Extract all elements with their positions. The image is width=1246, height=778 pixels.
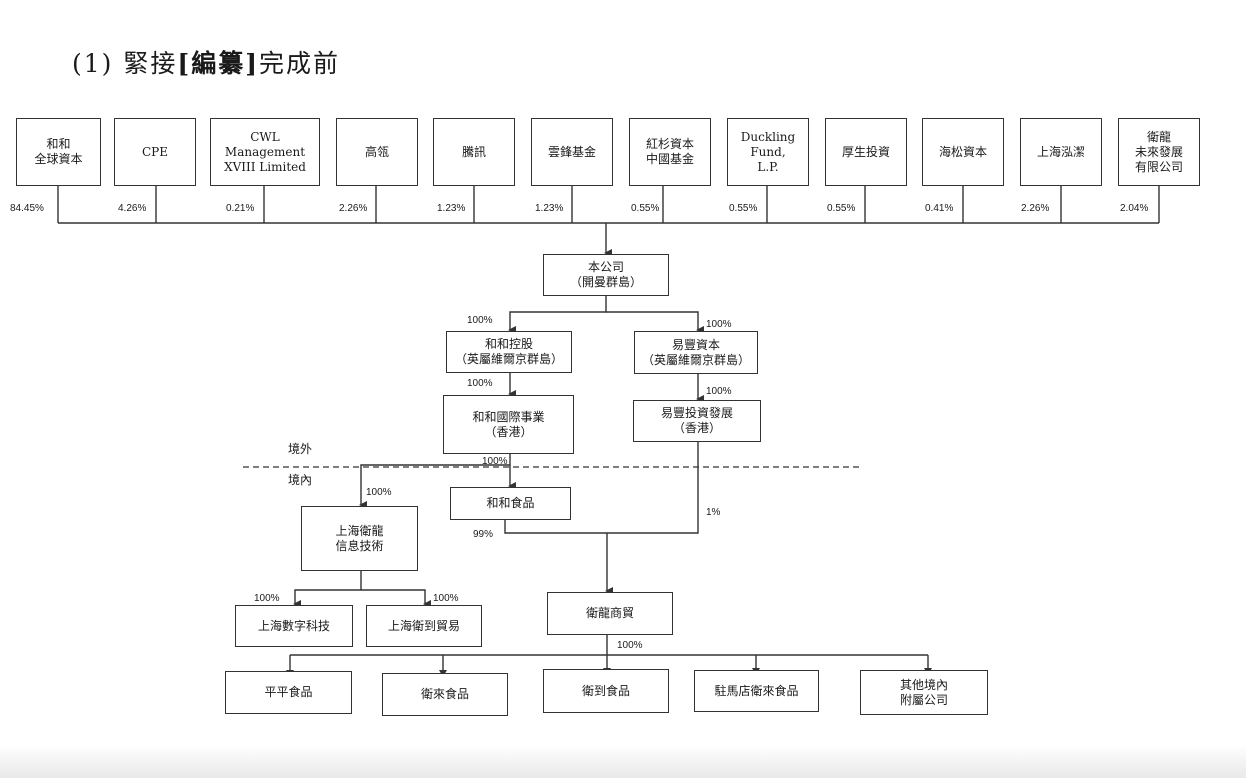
sh-weidao-trade-box: 上海衛到貿易 (366, 605, 482, 647)
entity-name: 上海數字科技 (257, 618, 330, 633)
pct-label: 100% (617, 640, 643, 651)
weidao-box: 衛到食品 (543, 669, 669, 713)
entity-name: 上海衛到貿易 (387, 618, 460, 633)
shareholder-name: CWL Management XVIII Limited (224, 129, 306, 174)
shareholding-pct: 2.04% (1120, 203, 1149, 214)
entity-name: 和和國際事業 （香港） (472, 409, 545, 439)
shareholder-box: 上海泓潔 (1020, 118, 1102, 186)
shareholding-pct: 0.55% (631, 203, 660, 214)
shareholder-box: 海松資本 (922, 118, 1004, 186)
yifeng-capital-box: 易豐資本 （英屬維爾京群島） (634, 331, 758, 374)
shareholder-name: 騰訊 (461, 144, 486, 159)
entity-name: 和和食品 (486, 496, 535, 510)
pct-label: 100% (467, 378, 493, 389)
shareholder-name: 雲鋒基金 (547, 144, 596, 159)
pct-label: 1% (706, 507, 721, 518)
shareholding-pct: 0.41% (925, 203, 954, 214)
page-bottom-shadow (0, 745, 1246, 778)
shareholder-name: CPE (141, 144, 168, 159)
shareholding-pct: 2.26% (339, 203, 368, 214)
pingping-box: 平平食品 (225, 671, 352, 714)
weilong-trade-box: 衛龍商貿 (547, 592, 673, 635)
hehe-food-box: 和和食品 (450, 487, 571, 520)
entity-name: 上海衛龍 信息技術 (335, 523, 384, 553)
hehe-holdings-box: 和和控股 （英屬維爾京群島） (446, 331, 572, 373)
sh-weilong-it-box: 上海衛龍 信息技術 (301, 506, 418, 571)
pct-label: 100% (254, 593, 280, 604)
shareholder-box: 高瓴 (336, 118, 418, 186)
shareholding-pct: 2.26% (1021, 203, 1050, 214)
shareholding-pct: 0.55% (729, 203, 758, 214)
entity-name: 衛到食品 (581, 683, 630, 698)
shareholder-box: 和和 全球資本 (16, 118, 101, 186)
shareholding-pct: 1.23% (437, 203, 466, 214)
title-suffix: 完成前 (259, 49, 341, 78)
shareholder-name: 上海泓潔 (1036, 144, 1085, 159)
title-prefix: (1) 緊接 (72, 49, 178, 78)
shareholding-pct: 1.23% (535, 203, 564, 214)
offshore-label: 境外 (288, 442, 313, 456)
shareholder-box: Duckling Fund, L.P. (727, 118, 809, 186)
shareholding-pct: 0.55% (827, 203, 856, 214)
entity-name: 易豐資本 （英屬維爾京群島） (641, 337, 750, 367)
pct-label: 100% (706, 319, 732, 330)
weilai-box: 衛來食品 (382, 673, 508, 716)
shareholder-box: 厚生投資 (825, 118, 907, 186)
pct-label: 100% (706, 386, 732, 397)
title-bracketed: [編纂] (177, 49, 260, 78)
entity-name: 和和控股 （英屬維爾京群島） (454, 337, 563, 366)
entity-name: 平平食品 (264, 685, 313, 699)
zhumadian-box: 駐馬店衛來食品 (694, 670, 819, 712)
pct-label: 100% (366, 487, 392, 498)
company-name: 本公司 （開曼群島） (569, 260, 642, 289)
entity-name: 駐馬店衛來食品 (714, 683, 799, 698)
entity-name: 衛來食品 (420, 687, 469, 701)
shareholder-box: 雲鋒基金 (531, 118, 613, 186)
entity-name: 衛龍商貿 (585, 606, 634, 620)
shareholding-pct: 0.21% (226, 203, 255, 214)
shareholder-name: 衛龍 未來發展 有限公司 (1134, 129, 1183, 174)
shareholder-name: 和和 全球資本 (34, 137, 83, 166)
entity-name: 其他境內 附屬公司 (899, 677, 948, 707)
entity-name: 易豐投資發展 （香港） (660, 406, 733, 435)
pct-label: 100% (433, 593, 459, 604)
shareholder-name: 高瓴 (364, 144, 389, 159)
yifeng-invest-box: 易豐投資發展 （香港） (633, 400, 761, 442)
section-title: (1) 緊接[編纂]完成前 (72, 44, 340, 80)
onshore-label: 境內 (288, 473, 313, 487)
pct-label: 99% (473, 529, 494, 540)
shareholder-box: 衛龍 未來發展 有限公司 (1118, 118, 1200, 186)
shareholder-box: CWL Management XVIII Limited (210, 118, 320, 186)
pct-label: 100% (467, 315, 493, 326)
shareholding-pct: 84.45% (10, 203, 44, 214)
company-box: 本公司 （開曼群島） (543, 254, 669, 296)
shareholder-name: 紅杉資本 中國基金 (645, 137, 694, 166)
shareholder-box: CPE (114, 118, 196, 186)
shareholder-name: Duckling Fund, L.P. (740, 129, 796, 174)
shareholder-name: 海松資本 (938, 144, 987, 159)
pct-label: 100% (482, 456, 508, 467)
shareholder-box: 騰訊 (433, 118, 515, 186)
shareholding-pct: 4.26% (118, 203, 147, 214)
shareholder-name: 厚生投資 (841, 144, 890, 159)
shareholder-box: 紅杉資本 中國基金 (629, 118, 711, 186)
sh-digital-box: 上海數字科技 (235, 605, 353, 647)
hehe-intl-box: 和和國際事業 （香港） (443, 395, 574, 454)
others-box: 其他境內 附屬公司 (860, 670, 988, 715)
